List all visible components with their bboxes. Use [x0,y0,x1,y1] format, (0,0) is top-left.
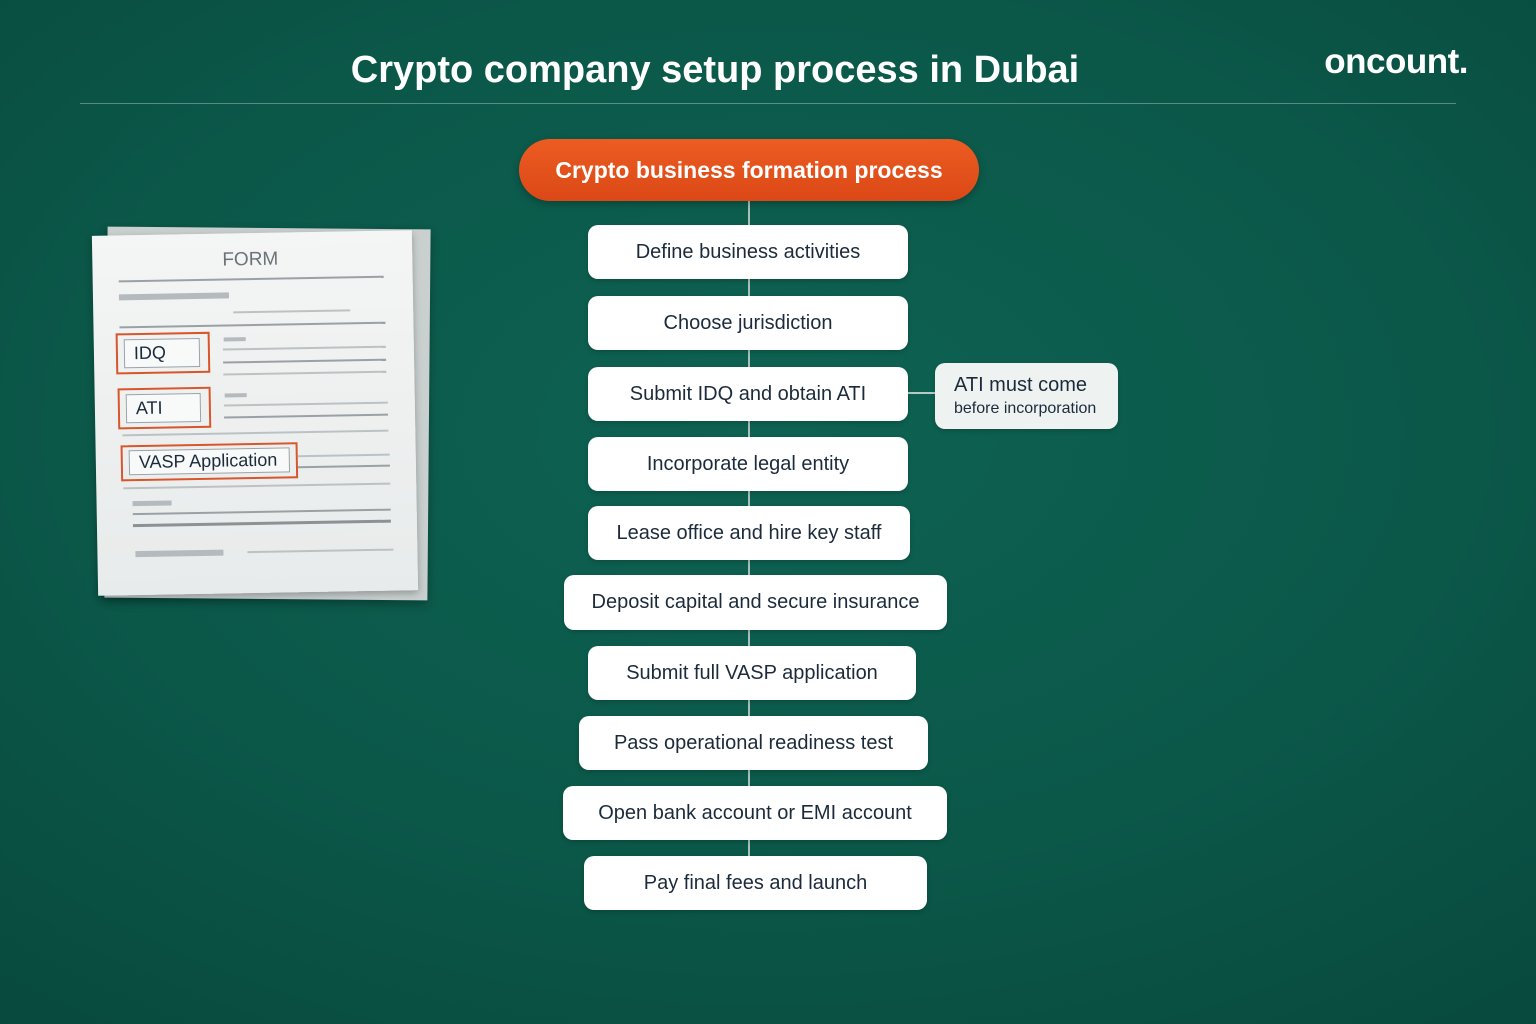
form-text-line [222,345,386,351]
form-text-line [132,519,391,528]
form-text-line [297,453,390,458]
form-text-bar [118,292,229,301]
form-text-bar [224,393,247,398]
form-text-line [118,275,384,283]
step-label: Choose jurisdiction [663,311,833,334]
note-line-1: ATI must come [954,374,1087,396]
ati-note-callout: ATI must come before incorporation [935,363,1118,429]
step-label: Open bank account or EMI account [598,801,912,824]
form-field-idq: IDQ [123,337,201,369]
process-header: Crypto business formation process [519,139,979,201]
note-connector-line [908,392,935,394]
form-text-line [223,358,387,364]
step-label: Lease office and hire key staff [616,521,882,544]
form-text-bar [223,337,246,342]
step-label: Submit IDQ and obtain ATI [629,382,867,405]
form-text-bar [135,549,224,558]
step-operational-readiness-test: Pass operational readiness test [579,716,928,770]
title-divider [80,103,1456,104]
step-lease-office-hire-staff: Lease office and hire key staff [588,506,910,560]
process-header-label: Crypto business formation process [555,156,943,183]
step-submit-idq-obtain-ati: Submit IDQ and obtain ATI [588,367,908,421]
step-pay-fees-launch: Pay final fees and launch [584,856,927,910]
form-text-bar [132,500,172,507]
form-text-line [132,508,391,516]
brand-logo: oncount. [1324,42,1468,81]
form-text-line [233,309,351,314]
form-text-line [123,482,391,490]
form-text-line [247,548,394,554]
step-label: Incorporate legal entity [646,452,850,475]
step-define-business-activities: Define business activities [588,225,908,279]
form-text-line [119,321,386,329]
step-incorporate-legal-entity: Incorporate legal entity [588,437,908,491]
step-submit-vasp-application: Submit full VASP application [588,646,916,700]
step-deposit-capital-insurance: Deposit capital and secure insurance [564,575,947,630]
form-field-ati: ATI [125,392,202,424]
step-label: Submit full VASP application [626,661,878,684]
step-label: Pass operational readiness test [613,731,894,754]
form-text-line [297,464,390,469]
step-open-bank-account: Open bank account or EMI account [563,786,947,840]
step-choose-jurisdiction: Choose jurisdiction [588,296,908,350]
form-text-line [223,401,388,407]
form-field-vasp-application: VASP Application [128,447,291,476]
step-label: Pay final fees and launch [643,871,868,894]
note-line-2: before incorporation [954,400,1097,417]
form-text-line [122,429,389,437]
form-text-line [223,370,387,376]
page-title: Crypto company setup process in Dubai [350,49,1080,91]
form-text-line [224,413,389,419]
form-document-icon: FORM IDQ ATI VASP Application [91,230,419,596]
step-label: Deposit capital and secure insurance [591,591,920,613]
form-heading: FORM [222,248,279,271]
step-label: Define business activities [635,240,861,263]
